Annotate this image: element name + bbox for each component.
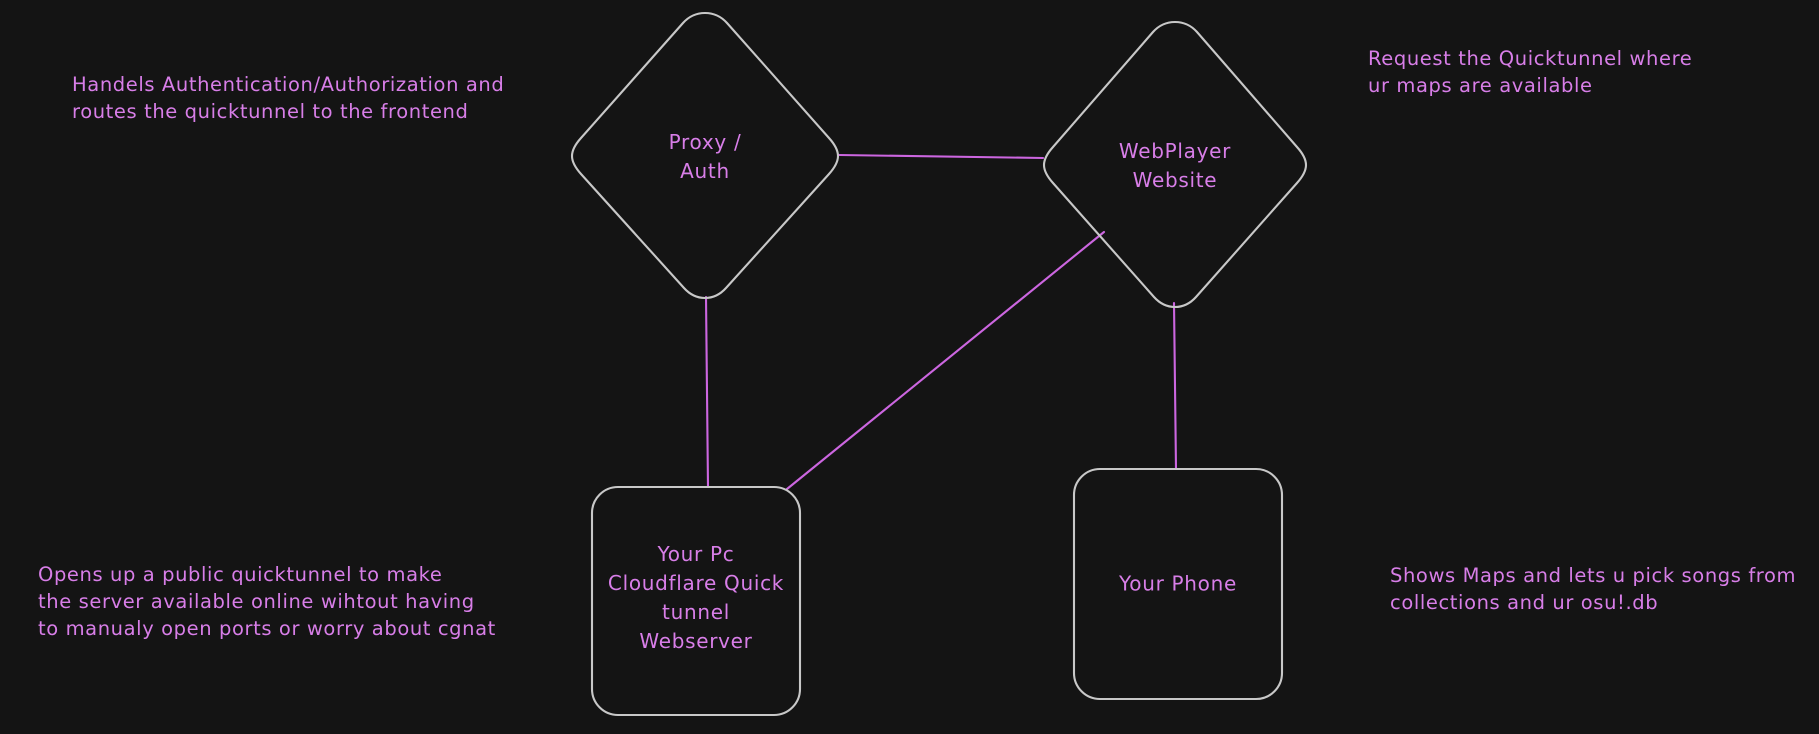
annotation-your-pc-note: Opens up a public quicktunnel to make th… bbox=[38, 563, 496, 640]
edge-group bbox=[704, 153, 1178, 491]
annotation-proxy-auth-note: Handels Authentication/Authorization and… bbox=[72, 73, 505, 123]
annotation-your-phone-note: Shows Maps and lets u pick songs from co… bbox=[1390, 564, 1797, 614]
node-shape-proxy-auth[interactable] bbox=[570, 11, 840, 300]
edge-proxy-to-your-pc bbox=[704, 295, 710, 489]
edge-webplayer-to-your-phone bbox=[1172, 301, 1178, 471]
edge-webplayer-to-your-pc bbox=[785, 230, 1106, 491]
node-shape-your-pc[interactable] bbox=[590, 485, 802, 717]
node-group bbox=[570, 11, 1308, 717]
annotation-webplayer-note: Request the Quicktunnel where ur maps ar… bbox=[1368, 47, 1693, 97]
edge-proxy-to-webplayer bbox=[837, 153, 1045, 160]
node-shape-your-phone[interactable] bbox=[1072, 467, 1284, 701]
node-shape-webplayer-website[interactable] bbox=[1042, 20, 1308, 309]
